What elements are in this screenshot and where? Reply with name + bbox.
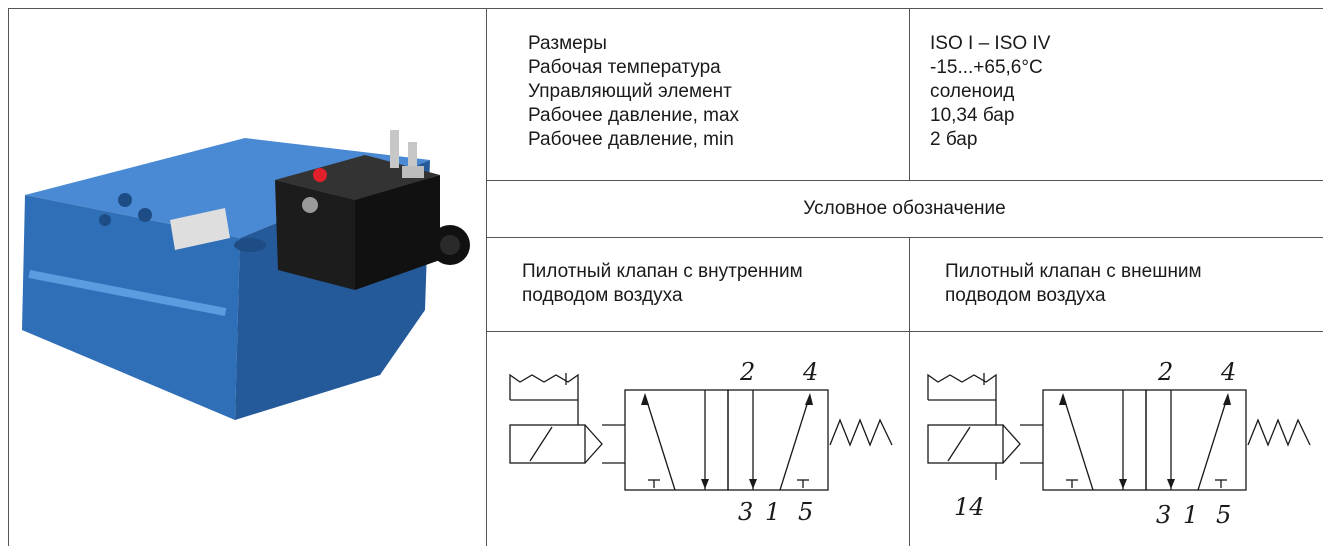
spec-value-temperature: -15...+65,6°C — [930, 57, 1043, 78]
external-pilot-symbol: 2 4 14 3 1 5 — [927, 358, 1311, 529]
valve-label — [170, 208, 230, 250]
port-label-1: 1 — [1183, 501, 1198, 529]
flow-arrow-diag-right — [779, 394, 811, 491]
solenoid-box — [927, 424, 1004, 464]
valve-position-left — [624, 389, 729, 491]
grid-left-border — [8, 8, 9, 546]
symbol-section-title: Условное обозначение — [803, 198, 1006, 219]
return-spring — [829, 418, 893, 447]
grid-line-after-title — [486, 237, 1323, 238]
flow-arrow-diag-right — [1197, 394, 1229, 491]
flow-arrow-diag-left — [1062, 394, 1094, 491]
valve-body-stripe — [28, 270, 227, 317]
return-spring — [1247, 418, 1311, 447]
grid-line-after-specs — [486, 180, 1323, 181]
port-label-5: 5 — [1216, 501, 1231, 529]
arrow-head-down-left — [1119, 479, 1127, 489]
flow-arrow-diag-left — [644, 394, 676, 491]
port-label-4: 4 — [802, 358, 818, 386]
spec-label-pressure-min: Рабочее давление, min — [528, 129, 734, 150]
solenoid-diagonal — [947, 426, 971, 462]
port-label-5: 5 — [798, 498, 813, 526]
indicator-light — [313, 168, 327, 182]
spec-label-control-element: Управляющий элемент — [528, 81, 732, 102]
port-label-14: 14 — [954, 493, 985, 521]
port-label-2: 2 — [739, 358, 755, 386]
spec-value-pressure-min: 2 бар — [930, 129, 978, 150]
spec-values: ISO I – ISO IV -15...+65,6°C соленоид 10… — [930, 32, 1050, 152]
external-pilot-caption-line1: Пилотный клапан с внешним — [945, 261, 1202, 282]
solenoid-chevron — [584, 424, 603, 464]
arrow-head-down-right — [1167, 479, 1175, 489]
external-pilot-caption: Пилотный клапан с внешним подводом возду… — [945, 260, 1202, 308]
spec-label-temperature: Рабочая температура — [528, 57, 721, 78]
arrow-head-right — [805, 393, 813, 405]
valve-position-right — [727, 389, 829, 491]
solenoid-valve-photo — [22, 130, 470, 420]
pilot-indicator — [927, 373, 997, 400]
pilot-indicator — [509, 373, 579, 400]
spec-label-pressure-max: Рабочее давление, max — [528, 105, 740, 126]
valve-body-front — [22, 195, 240, 420]
port-label-4: 4 — [1220, 358, 1236, 386]
internal-pilot-caption-line2: подводом воздуха — [522, 285, 683, 306]
port-hole-1 — [118, 193, 132, 207]
port-hole-3 — [99, 214, 111, 226]
grid-top-border — [8, 8, 1323, 9]
spec-value-pressure-max: 10,34 бар — [930, 105, 1015, 126]
port-label-2: 2 — [1157, 358, 1173, 386]
arrow-head-down-left — [701, 479, 709, 489]
solenoid-chevron — [1002, 424, 1021, 464]
grid-divider-photo — [486, 8, 487, 546]
port-hole-4 — [234, 238, 266, 252]
spec-value-size: ISO I – ISO IV — [930, 33, 1051, 54]
spec-labels: Размеры Рабочая температура Управляющий … — [528, 32, 739, 152]
connector-pin-2 — [408, 142, 417, 176]
port-label-3: 3 — [1156, 501, 1171, 529]
connector-pin-3 — [402, 166, 424, 178]
coil-front — [275, 180, 355, 290]
arrow-head-left — [1059, 393, 1067, 405]
external-pilot-caption-line2: подводом воздуха — [945, 285, 1106, 306]
grid-divider-captions — [909, 237, 910, 546]
port-label-1: 1 — [765, 498, 780, 526]
coil-screw — [302, 197, 318, 213]
solenoid-box — [509, 424, 586, 464]
grid-line-after-captions — [486, 331, 1323, 332]
arrow-head-left — [641, 393, 649, 405]
grid-divider-specs — [909, 8, 910, 180]
spec-label-size: Размеры — [528, 33, 607, 54]
connector-pin-1 — [390, 130, 399, 168]
spec-value-control-element: соленоид — [930, 81, 1015, 102]
internal-pilot-caption: Пилотный клапан с внутренним подводом во… — [522, 260, 803, 308]
solenoid-diagonal — [529, 426, 553, 462]
coil-side — [355, 175, 440, 290]
valve-body-top — [25, 138, 430, 238]
arrow-head-right — [1223, 393, 1231, 405]
valve-position-left — [1042, 389, 1147, 491]
internal-pilot-symbol: 2 4 3 1 5 — [509, 358, 893, 526]
valve-position-right — [1145, 389, 1247, 491]
internal-pilot-caption-line1: Пилотный клапан с внутренним — [522, 261, 803, 282]
manual-override-knob-center — [440, 235, 460, 255]
arrow-head-down-right — [749, 479, 757, 489]
port-hole-2 — [138, 208, 152, 222]
port-label-3: 3 — [738, 498, 753, 526]
